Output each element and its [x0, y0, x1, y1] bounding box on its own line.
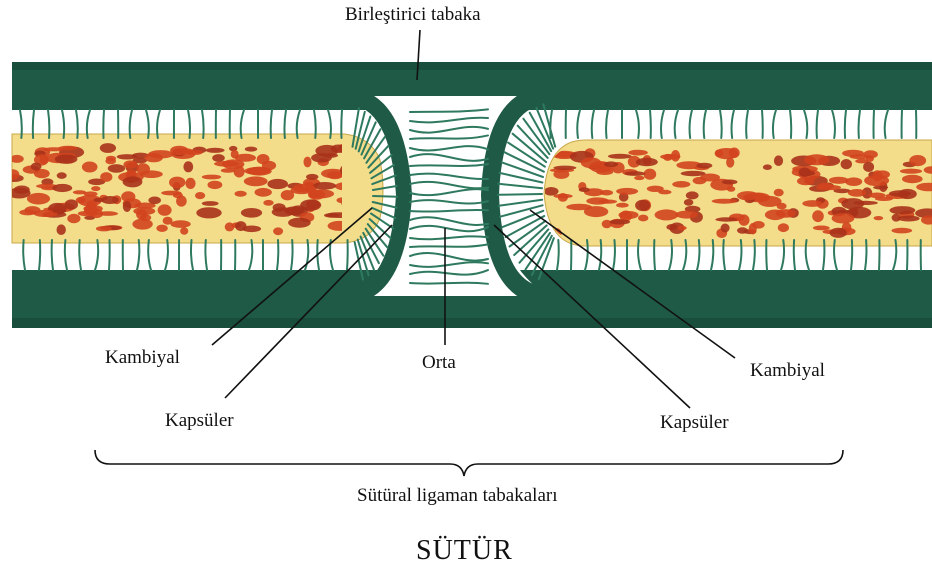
right-bone	[544, 140, 932, 246]
label-kapsuler-right: Kapsüler	[660, 412, 729, 434]
label-kambiyal-right: Kambiyal	[750, 360, 825, 382]
label-sutural-ligaman: Sütüral ligaman tabakaları	[357, 485, 557, 507]
label-kapsuler-left: Kapsüler	[165, 410, 234, 432]
left-bone	[5, 134, 383, 243]
brace	[95, 450, 843, 476]
label-kambiyal-left: Kambiyal	[105, 347, 180, 369]
label-orta: Orta	[422, 352, 456, 374]
label-birlestirici-tabaka: Birleştirici tabaka	[345, 4, 481, 26]
diagram-title: SÜTÜR	[416, 535, 513, 567]
